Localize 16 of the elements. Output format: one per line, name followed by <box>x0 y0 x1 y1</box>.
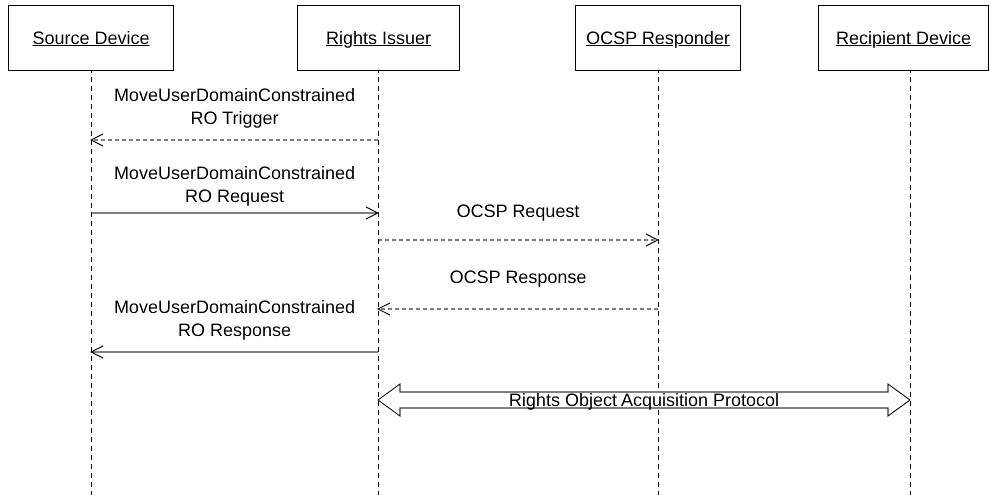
message-label: OCSP Response <box>448 266 588 289</box>
participant-box: Recipient Device <box>818 5 989 71</box>
message-label: MoveUserDomainConstrained RO Request <box>112 162 356 208</box>
message-label: OCSP Request <box>456 200 580 223</box>
message-label: Rights Object Acquisition Protocol <box>508 389 780 412</box>
message-arrow <box>90 346 378 358</box>
message-arrow <box>378 302 658 316</box>
message-arrow <box>378 234 658 246</box>
participant-box: OCSP Responder <box>575 5 741 71</box>
message-label: MoveUserDomainConstrained RO Response <box>112 296 356 342</box>
double-block-arrow <box>377 383 911 417</box>
message-arrow <box>90 206 378 220</box>
participant-box: Source Device <box>8 5 174 71</box>
participant-box: Rights Issuer <box>297 5 460 71</box>
message-label: MoveUserDomainConstrained RO Trigger <box>112 84 356 130</box>
message-arrow <box>90 134 378 146</box>
